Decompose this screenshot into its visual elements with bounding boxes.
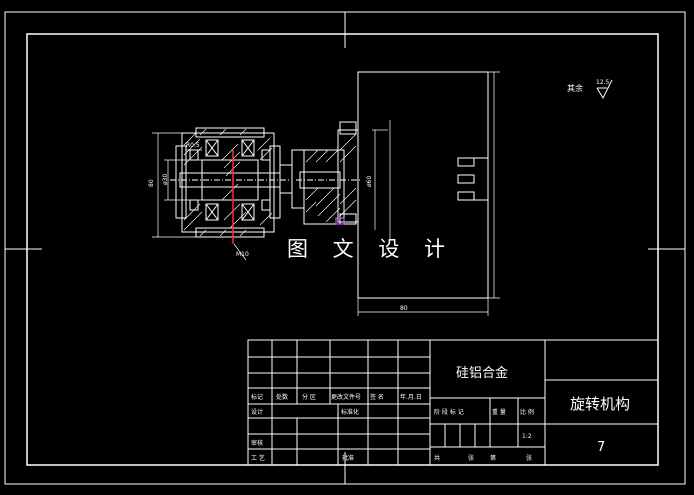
chuck-holder-part — [279, 71, 489, 299]
dim-bottom-label: M10 — [236, 251, 249, 258]
centering-marks — [5, 12, 685, 484]
rev-header-zone: 分 区 — [302, 393, 316, 401]
material-name: 硅铝合金 — [456, 365, 508, 381]
title-block-grid — [247, 339, 659, 466]
scale-label: 比 例 — [520, 408, 534, 416]
roughness-symbol: 其余 12.5 — [567, 79, 613, 100]
scale-value: 1:2 — [522, 433, 532, 440]
left-dimension-lines — [152, 132, 247, 261]
svg-text:共: 共 — [434, 454, 440, 462]
accent-mark — [335, 217, 345, 225]
label-process: 工 艺 — [251, 454, 265, 462]
rev-header-count: 处数 — [276, 393, 288, 401]
label-design: 设计 — [251, 408, 263, 416]
svg-text:第: 第 — [490, 454, 496, 462]
rev-header-sign: 签 名 — [370, 393, 384, 401]
watermark-text: 图 文 设 计 — [287, 237, 454, 261]
part-name: 旋转机构 — [570, 395, 630, 413]
roughness-note: 其余 — [567, 83, 583, 93]
dim-inner-height: ø30 — [162, 174, 169, 185]
rev-header-date: 年.月.日 — [400, 393, 422, 401]
svg-text:张: 张 — [468, 454, 474, 462]
svg-text:张: 张 — [526, 454, 532, 462]
dim-mid: ø60 — [366, 176, 373, 187]
drawing-number: 7 — [597, 440, 605, 455]
rev-header-docno: 更改文件号 — [331, 393, 361, 401]
label-review: 审核 — [251, 439, 263, 447]
label-approve: 批准 — [342, 454, 354, 462]
rev-header-mark: 标记 — [251, 393, 263, 401]
roughness-value: 12.5 — [596, 79, 610, 86]
label-standardization: 标准化 — [341, 408, 359, 416]
dim-left-height: 80 — [148, 179, 155, 187]
weight-label: 重 量 — [492, 408, 506, 416]
stage-mark-label: 阶 段 标 记 — [434, 408, 464, 416]
chuck-hatching — [305, 133, 357, 223]
sheet-info: 共 张 第 张 — [434, 454, 532, 462]
dim-top-label: R0.5 — [186, 142, 200, 149]
dim-width: 80 — [400, 305, 408, 312]
revision-headers: 标记 处数 分 区 更改文件号 签 名 年.月.日 — [251, 393, 422, 401]
right-dimension-lines — [357, 71, 500, 316]
